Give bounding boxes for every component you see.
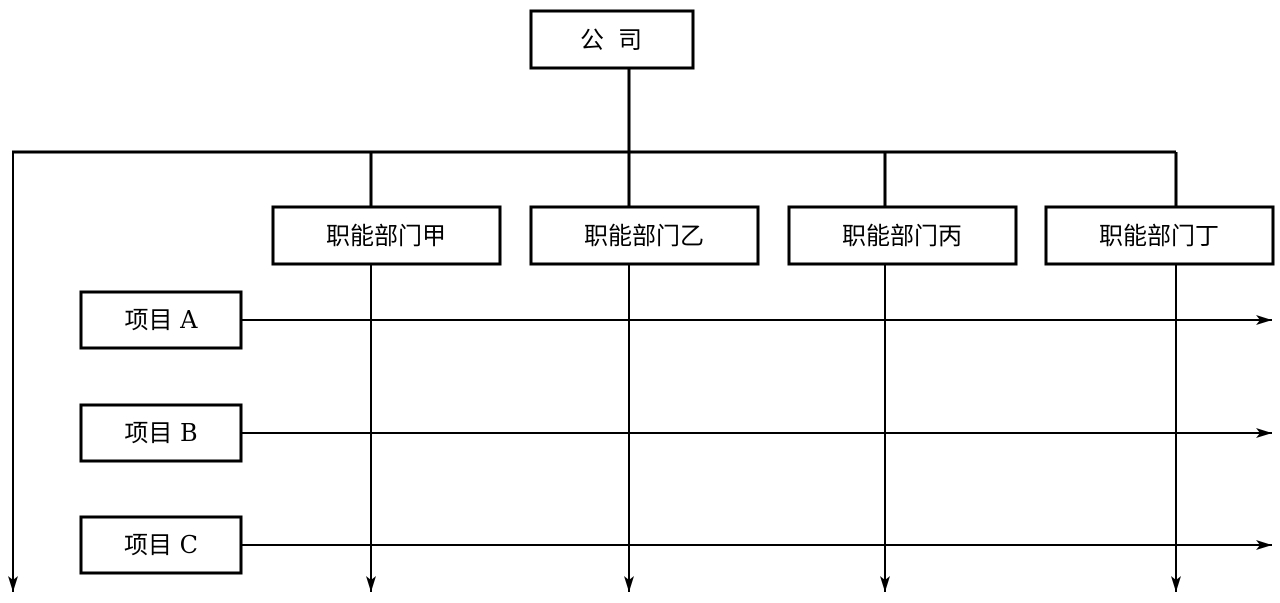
department-label: 职能部门乙	[584, 222, 704, 250]
department-node: 职能部门甲	[271, 205, 502, 266]
project-node: 项目 C	[79, 515, 243, 575]
department-label: 职能部门甲	[326, 222, 446, 250]
project-label: 项目 C	[124, 531, 198, 559]
project-label: 项目 B	[124, 419, 197, 447]
department-node: 职能部门乙	[529, 205, 760, 266]
company-node: 公司	[529, 9, 695, 70]
department-label: 职能部门丙	[842, 222, 962, 250]
project-node: 项目 A	[79, 290, 243, 350]
department-node: 职能部门丙	[787, 205, 1018, 266]
department-label: 职能部门丁	[1099, 222, 1219, 250]
company-label: 公司	[580, 26, 656, 54]
department-node: 职能部门丁	[1044, 205, 1275, 266]
project-node: 项目 B	[79, 403, 243, 463]
project-label: 项目 A	[125, 306, 199, 334]
